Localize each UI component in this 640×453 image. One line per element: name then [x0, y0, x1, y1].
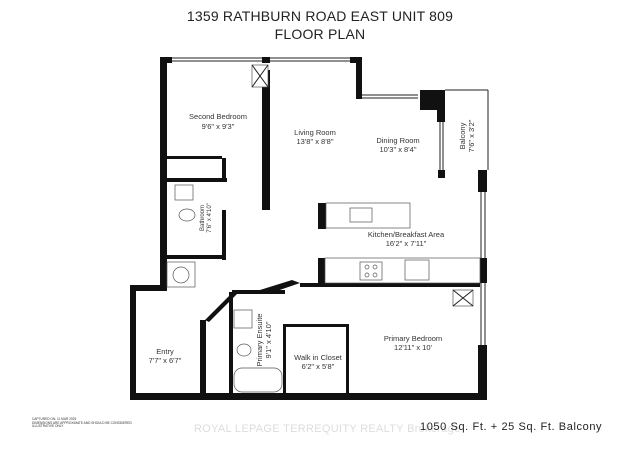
label-walk-in-closet: Walk in Closet: [294, 353, 343, 362]
watermark: ROYAL LEPAGE TERREQUITY REALTY Brokerage: [194, 423, 461, 435]
label-entry: Entry: [156, 347, 174, 356]
size-living-room: 13'8" x 8'8": [297, 137, 334, 146]
size-dining-room: 10'3" x 8'4": [380, 145, 417, 154]
label-primary-bedroom: Primary Bedroom: [384, 334, 442, 343]
size-walk-in-closet: 6'2" x 5'8": [302, 362, 335, 371]
size-balcony: 7'6" x 3'2": [467, 119, 476, 152]
label-living-room: Living Room: [294, 128, 336, 137]
disclaimer-line: DIMENSIONS ARE APPROXIMATE AND SHOULD BE…: [32, 420, 132, 425]
size-bathroom: 7'6" x 4'10": [207, 203, 213, 233]
label-kitchen: Kitchen/Breakfast Area: [368, 230, 445, 239]
label-bathroom: Bathroom: [200, 205, 206, 231]
disclaimer: CAPTURED ON: 11 MAR 2025 DIMENSIONS ARE …: [32, 417, 152, 429]
disclaimer-line: CAPTURED ON: 11 MAR 2025: [32, 417, 77, 421]
fixtures: [166, 64, 481, 393]
walls: [130, 57, 489, 400]
size-second-bedroom: 9'6" x 9'3": [202, 122, 235, 131]
size-primary-bedroom: 12'11" x 10': [394, 343, 432, 352]
disclaimer-line: ILLUSTRATIVE ONLY: [32, 424, 64, 429]
room-labels: Second Bedroom 9'6" x 9'3" Living Room 1…: [149, 112, 476, 371]
plan-address: 1359 RATHBURN ROAD EAST UNIT 809: [186, 8, 454, 24]
label-second-bedroom: Second Bedroom: [189, 112, 247, 121]
plan-subtitle: FLOOR PLAN: [274, 26, 366, 42]
size-kitchen: 16'2" x 7'11": [386, 239, 427, 248]
total-area: 1050 Sq. Ft. + 25 Sq. Ft. Balcony: [420, 421, 603, 433]
label-dining-room: Dining Room: [376, 136, 419, 145]
size-entry: 7'7" x 6'7": [149, 356, 182, 365]
label-primary-ensuite: Primary Ensuite: [255, 314, 264, 367]
size-primary-ensuite: 9'1" x 4'10": [264, 321, 273, 358]
label-balcony: Balcony: [458, 122, 467, 149]
